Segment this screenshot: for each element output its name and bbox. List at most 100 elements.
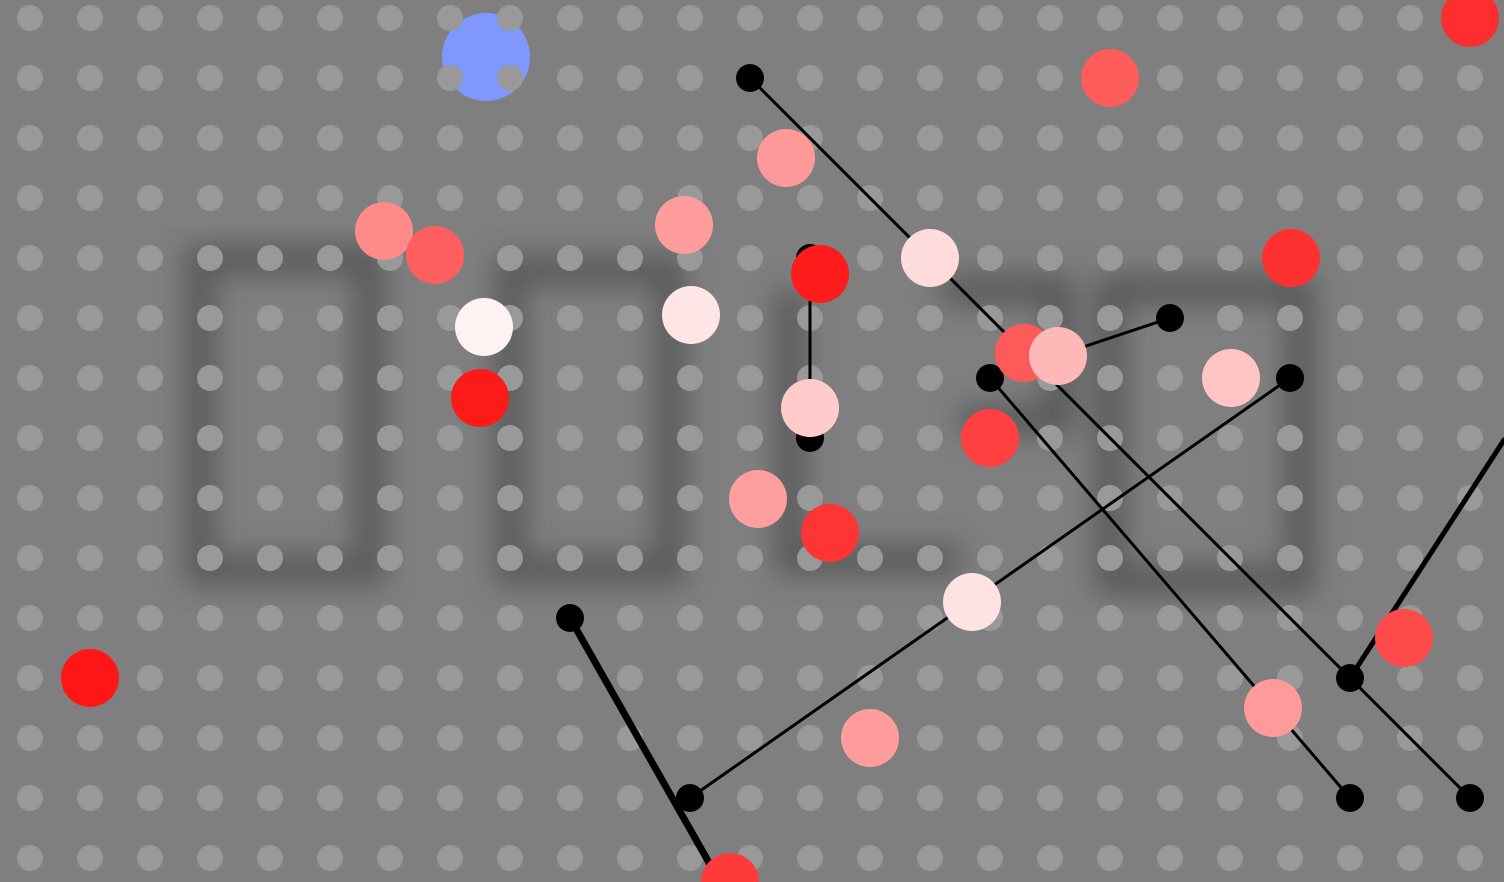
grid-dot <box>1397 785 1423 811</box>
grid-dot <box>197 125 223 151</box>
grid-dot <box>317 185 343 211</box>
red-orb[interactable] <box>943 573 1001 631</box>
grid-dot <box>77 65 103 91</box>
grid-dot <box>1037 65 1063 91</box>
red-orb[interactable] <box>757 129 815 187</box>
grid-dot <box>1397 365 1423 391</box>
grid-dot <box>1277 5 1303 31</box>
wire-node[interactable] <box>556 604 584 632</box>
red-orb[interactable] <box>61 649 119 707</box>
red-orb[interactable] <box>455 298 513 356</box>
grid-dot <box>1277 845 1303 871</box>
grid-dot <box>917 425 943 451</box>
grid-dot <box>257 125 283 151</box>
red-orb[interactable] <box>406 226 464 284</box>
wire-node[interactable] <box>1156 304 1184 332</box>
red-orb[interactable] <box>729 470 787 528</box>
red-orb[interactable] <box>841 709 899 767</box>
grid-dot <box>737 125 763 151</box>
grid-dot <box>917 5 943 31</box>
grid-dot <box>197 5 223 31</box>
red-orb[interactable] <box>1262 229 1320 287</box>
grid-dot <box>797 725 823 751</box>
grid-dot <box>437 545 463 571</box>
grid-dot <box>1037 665 1063 691</box>
wire-segment <box>1078 316 1172 350</box>
red-orb[interactable] <box>1202 349 1260 407</box>
grid-dot <box>1457 185 1483 211</box>
grid-dots <box>17 5 1483 871</box>
red-orb[interactable] <box>701 853 759 882</box>
red-orb[interactable] <box>355 202 413 260</box>
grid-dot <box>1397 305 1423 331</box>
grid-dot <box>857 425 883 451</box>
grid-dot <box>617 125 643 151</box>
grid-dot <box>377 65 403 91</box>
wire-node[interactable] <box>976 364 1004 392</box>
wire-node[interactable] <box>736 64 764 92</box>
red-orb[interactable] <box>1441 0 1499 47</box>
red-orb[interactable] <box>451 369 509 427</box>
red-orb[interactable] <box>901 229 959 287</box>
grid-dot <box>1157 245 1183 271</box>
red-orb[interactable] <box>662 286 720 344</box>
grid-dot <box>1397 485 1423 511</box>
red-orb[interactable] <box>781 379 839 437</box>
grid-dot <box>1397 665 1423 691</box>
grid-dot <box>197 545 223 571</box>
grid-dot <box>77 305 103 331</box>
grid-dot <box>677 125 703 151</box>
wire-node[interactable] <box>1336 784 1364 812</box>
red-orb[interactable] <box>1081 49 1139 107</box>
grid-dot <box>917 185 943 211</box>
wire-node[interactable] <box>1456 784 1484 812</box>
grid-dot <box>437 185 463 211</box>
grid-dot <box>317 65 343 91</box>
grid-dot <box>317 485 343 511</box>
wire-node[interactable] <box>1276 364 1304 392</box>
grid-dot <box>1157 65 1183 91</box>
grid-dot <box>17 605 43 631</box>
red-orb[interactable] <box>1375 609 1433 667</box>
wire-node[interactable] <box>1336 664 1364 692</box>
red-orb[interactable] <box>655 196 713 254</box>
grid-dot <box>437 785 463 811</box>
grid-dot <box>497 725 523 751</box>
grid-dot <box>977 65 1003 91</box>
grid-dot <box>1397 425 1423 451</box>
grid-dot <box>1277 785 1303 811</box>
red-orb[interactable] <box>791 245 849 303</box>
grid-dot <box>1157 845 1183 871</box>
red-orb[interactable] <box>801 504 859 562</box>
grid-dot <box>257 605 283 631</box>
grid-dot <box>497 785 523 811</box>
grid-dot <box>617 65 643 91</box>
grid-dot <box>17 545 43 571</box>
grid-dot <box>557 65 583 91</box>
grid-dot <box>317 425 343 451</box>
grid-dot <box>137 245 163 271</box>
grid-dot <box>257 365 283 391</box>
wire-node[interactable] <box>676 784 704 812</box>
grid-dot <box>497 665 523 691</box>
grid-dot <box>797 65 823 91</box>
grid-dot <box>257 305 283 331</box>
grid-dot <box>857 245 883 271</box>
grid-dot <box>617 785 643 811</box>
grid-dot <box>197 665 223 691</box>
red-orb[interactable] <box>1029 327 1087 385</box>
grid-dot <box>137 425 163 451</box>
grid-dot <box>1157 605 1183 631</box>
grid-dot <box>1397 245 1423 271</box>
grid-dot <box>1457 425 1483 451</box>
grid-dot <box>377 605 403 631</box>
grid-dot <box>317 785 343 811</box>
grid-dot <box>797 5 823 31</box>
grid-dot <box>1337 845 1363 871</box>
red-orb[interactable] <box>961 409 1019 467</box>
grid-dot <box>197 185 223 211</box>
red-orb[interactable] <box>1244 679 1302 737</box>
grid-dot <box>197 785 223 811</box>
